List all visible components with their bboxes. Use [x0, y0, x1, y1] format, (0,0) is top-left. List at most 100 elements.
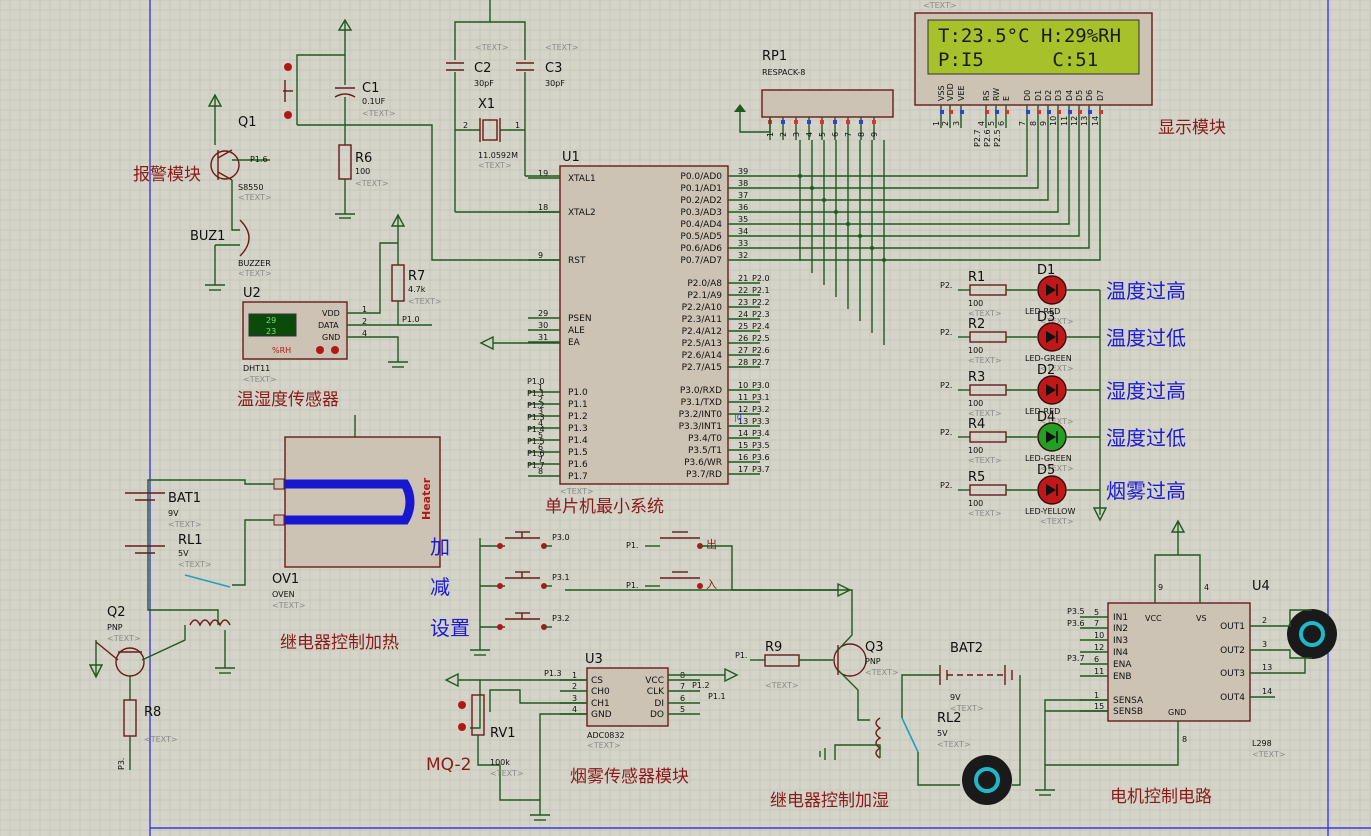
svg-text:RL1: RL1 — [178, 533, 203, 548]
rp1-pin-number: 6 — [831, 132, 840, 137]
lcd-pin-dot — [1057, 110, 1061, 114]
led-port: P2. — [940, 381, 952, 390]
u1-pin-name: XTAL1 — [568, 174, 596, 184]
u4-pin-number: 2 — [1262, 616, 1267, 625]
svg-text:9V: 9V — [950, 693, 961, 702]
led-resistor-ref: R2 — [968, 317, 985, 332]
svg-text:30pF: 30pF — [474, 79, 494, 88]
dht11-sensor: 29 23 %RH VDD DATA GND U2 DHT11 <TEXT> P… — [242, 213, 442, 384]
u1-pin-number: 7 — [538, 455, 543, 464]
led-diode — [1046, 331, 1056, 343]
u4-pin-number: 15 — [1094, 702, 1104, 711]
u1-pin-name: EA — [568, 338, 581, 348]
svg-text:<TEXT>: <TEXT> — [144, 735, 178, 744]
svg-text:OV1: OV1 — [272, 572, 299, 587]
lcd-pin-number: 4 — [977, 121, 986, 126]
svg-text:<TEXT>: <TEXT> — [238, 269, 272, 278]
led-type: LED-RED — [1025, 407, 1060, 416]
u1-pin-number: 38 — [738, 179, 748, 188]
u1-pin-number: 36 — [738, 203, 748, 212]
svg-text:R7: R7 — [408, 269, 425, 284]
svg-text:RV1: RV1 — [490, 726, 516, 741]
u1-pin-name: P2.1/A9 — [687, 291, 722, 301]
led-port: P2. — [940, 481, 952, 490]
rp1-pin-dot — [859, 120, 863, 124]
svg-text:U4: U4 — [1252, 579, 1270, 594]
svg-text:4: 4 — [362, 329, 367, 338]
led-diode — [1046, 431, 1056, 443]
svg-text:2: 2 — [463, 121, 468, 130]
led-ref: D2 — [1037, 363, 1055, 378]
lcd-pin-dot — [1005, 110, 1009, 114]
u3-pin-name: VCC — [645, 676, 664, 686]
lcd-pin-label: VSS — [937, 85, 946, 101]
lcd-pin-number: 13 — [1080, 116, 1089, 126]
oven-heater: Heater OV1 OVEN <TEXT> BAT1 9V <TEXT> RL… — [125, 415, 441, 674]
lcd-pin-dot — [940, 110, 944, 114]
svg-text:GND: GND — [322, 333, 340, 342]
u1-pin-number: 19 — [538, 169, 548, 178]
u1-port-label: P2.1 — [752, 286, 770, 295]
svg-text:8: 8 — [1182, 735, 1187, 744]
svg-text:<TEXT>: <TEXT> — [238, 193, 272, 202]
u1-pin-number: 28 — [738, 358, 748, 367]
lcd-pin-label: RW — [992, 88, 1001, 101]
u1-port-label: P1.7 — [527, 461, 545, 470]
u1-pin-name: P1.7 — [568, 472, 588, 482]
led-port: P2. — [940, 281, 952, 290]
u1-pin-number: 22 — [738, 286, 748, 295]
rp1-pin-number: 1 — [766, 132, 775, 137]
crystal-circuit: C2 30pF C3 30pF <TEXT> <TEXT> X1 11.0592… — [446, 0, 579, 213]
led-diode — [1046, 284, 1056, 296]
u1-port-label: P2.3 — [752, 310, 770, 319]
u3-pin-name: CS — [591, 676, 603, 686]
u3-pin-number: 4 — [572, 705, 577, 714]
svg-text:9V: 9V — [168, 509, 179, 518]
l298-u4: U4 L298 <TEXT> 5IN17IN210IN312IN46ENA11E… — [1035, 519, 1337, 796]
led-function-label: 烟雾过高 — [1106, 479, 1186, 503]
u4-port: P3.6 — [1067, 619, 1085, 628]
lcd-pin-number: 8 — [1029, 121, 1038, 126]
lcd-pin-label: RS — [982, 90, 991, 101]
u1-port-label: P3.2 — [752, 405, 770, 414]
led-function-label: 湿度过高 — [1106, 379, 1186, 403]
u1-port-label: P1.4 — [527, 425, 545, 434]
svg-text:R8: R8 — [144, 705, 161, 720]
svg-text:<TEXT>: <TEXT> — [865, 668, 899, 677]
u1-pin-number: 4 — [538, 419, 543, 428]
lcd-pin-number: 6 — [997, 121, 1006, 126]
svg-text:Q1: Q1 — [238, 115, 257, 130]
u1-pin-name: ALE — [568, 326, 585, 336]
u1-port-label: P1.3 — [527, 413, 545, 422]
svg-text:PNP: PNP — [107, 623, 123, 632]
u4-pin-number: 13 — [1262, 663, 1272, 672]
svg-text:<TEXT>: <TEXT> — [1040, 517, 1074, 526]
lcd-line1: T:23.5°C H:29%RH — [938, 25, 1121, 47]
u1-pin-number: 8 — [538, 467, 543, 476]
u1-port-label: P3.0 — [752, 381, 770, 390]
u1-pin-number: 33 — [738, 239, 748, 248]
u4-pin-name: OUT4 — [1220, 693, 1245, 703]
led-resistor-text: <TEXT> — [968, 509, 1002, 518]
svg-text:MQ-2: MQ-2 — [426, 755, 471, 775]
svg-text:<TEXT>: <TEXT> — [243, 375, 277, 384]
led-resistor-ref: R1 — [968, 270, 985, 285]
u1-pin-number: 23 — [738, 298, 748, 307]
svg-text:RL2: RL2 — [937, 711, 962, 726]
svg-text:%RH: %RH — [272, 346, 291, 355]
u1-pin-name: P3.1/TXD — [681, 398, 722, 408]
svg-text:<TEXT>: <TEXT> — [272, 601, 306, 610]
svg-text:<TEXT>: <TEXT> — [937, 740, 971, 749]
u1-pin-number: 9 — [538, 251, 543, 260]
u3-port: P1.1 — [708, 692, 726, 701]
u1-port-label: P2.4 — [752, 322, 770, 331]
u3-pin-name: DI — [654, 699, 664, 709]
svg-text:VS: VS — [1196, 614, 1207, 623]
lcd-line2: P:I5 C:51 — [938, 49, 1098, 71]
led-function-label: 温度过低 — [1106, 326, 1186, 350]
u1-pin-name: P2.2/A10 — [682, 303, 723, 313]
u1-pin-name: P2.5/A13 — [682, 339, 722, 349]
svg-text:<TEXT>: <TEXT> — [1252, 750, 1286, 759]
u1-pin-number: 32 — [738, 251, 748, 260]
